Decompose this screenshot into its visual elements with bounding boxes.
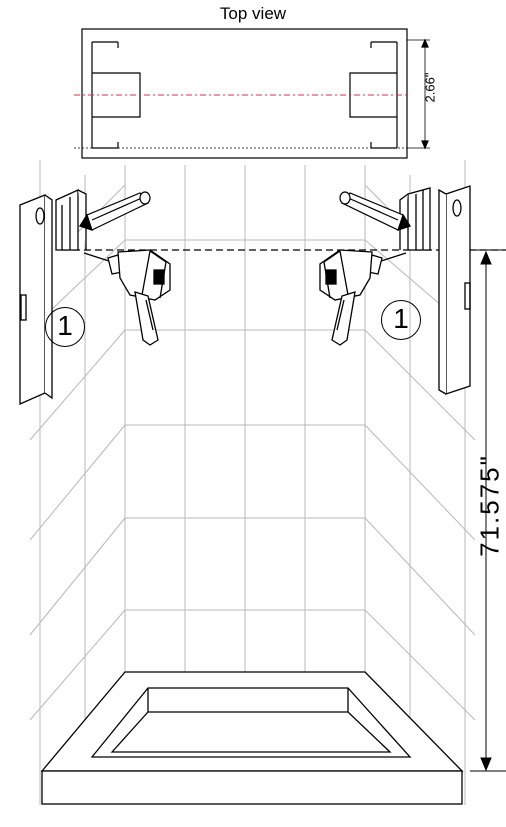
top-view-title: Top view — [219, 4, 287, 23]
drill-icon — [319, 249, 407, 346]
shower-base — [40, 671, 464, 805]
bracket-icon — [55, 188, 87, 251]
pencil-icon — [79, 191, 151, 231]
step-number-left: 1 — [45, 307, 85, 347]
height-dimension — [470, 250, 506, 772]
top-view-dimension: 2.66" — [422, 72, 438, 103]
pencil-icon — [339, 191, 411, 231]
level-icon — [19, 194, 53, 405]
step-number-right: 1 — [381, 300, 421, 340]
level-icon — [438, 185, 471, 395]
top-view-panel — [74, 28, 430, 159]
bracket-icon — [399, 187, 431, 251]
drill-icon — [83, 249, 171, 346]
height-dimension-label: 71.575" — [474, 454, 505, 557]
